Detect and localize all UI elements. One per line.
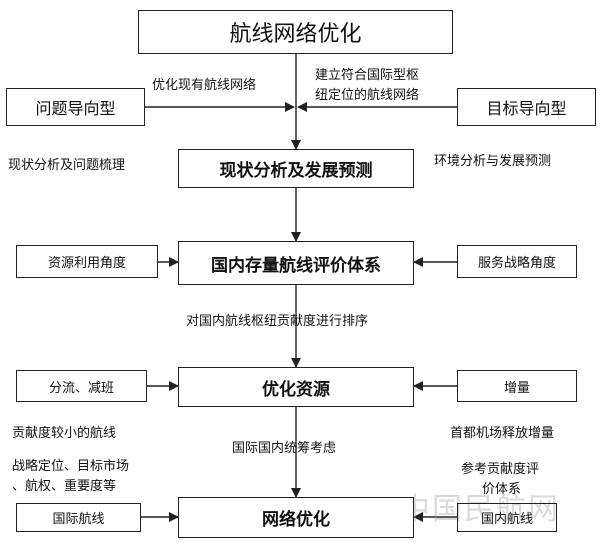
coordination-note: 国际国内统筹考虑 [232,441,337,456]
build-hub-label-line1: 建立符合国际型枢 [315,68,420,83]
problem-oriented-box: 问题导向型 [6,88,145,126]
build-hub-label-line2: 纽定位的航线网络 [315,88,420,103]
network-optimization-box: 网络优化 [178,497,414,538]
strategy-note-line1: 战略定位、目标市场 [12,459,130,474]
service-strategy-box: 服务战略角度 [457,245,577,278]
optimize-existing-label: 优化现有航线网络 [152,78,257,93]
increment-box: 增量 [457,370,577,402]
status-analysis-note: 现状分析及问题梳理 [8,158,126,173]
title-box: 航线网络优化 [138,10,453,54]
resource-perspective-box: 资源利用角度 [16,245,158,278]
optimize-resources-box: 优化资源 [178,367,414,407]
reference-note-line1: 参考贡献度评 [461,462,540,477]
strategy-note-line2: 、航权、重要度等 [12,479,117,494]
international-routes-box: 国际航线 [16,503,141,532]
watermark-text: 中国民航网 [400,492,560,527]
diversion-reduction-box: 分流、减班 [16,370,147,402]
low-contribution-note: 贡献度较小的航线 [12,426,117,441]
goal-oriented-box: 目标导向型 [457,88,596,126]
evaluation-system-box: 国内存量航线评价体系 [178,241,414,285]
environment-analysis-note: 环境分析与发展预测 [434,154,552,169]
reference-note-line2: 价体系 [482,482,522,497]
status-forecast-box: 现状分析及发展预测 [178,149,414,188]
capital-airport-note: 首都机场释放增量 [450,426,555,441]
domestic-routes-box: 国内航线 [457,503,557,532]
ranking-label: 对国内航线枢纽贡献度进行排序 [186,314,369,329]
